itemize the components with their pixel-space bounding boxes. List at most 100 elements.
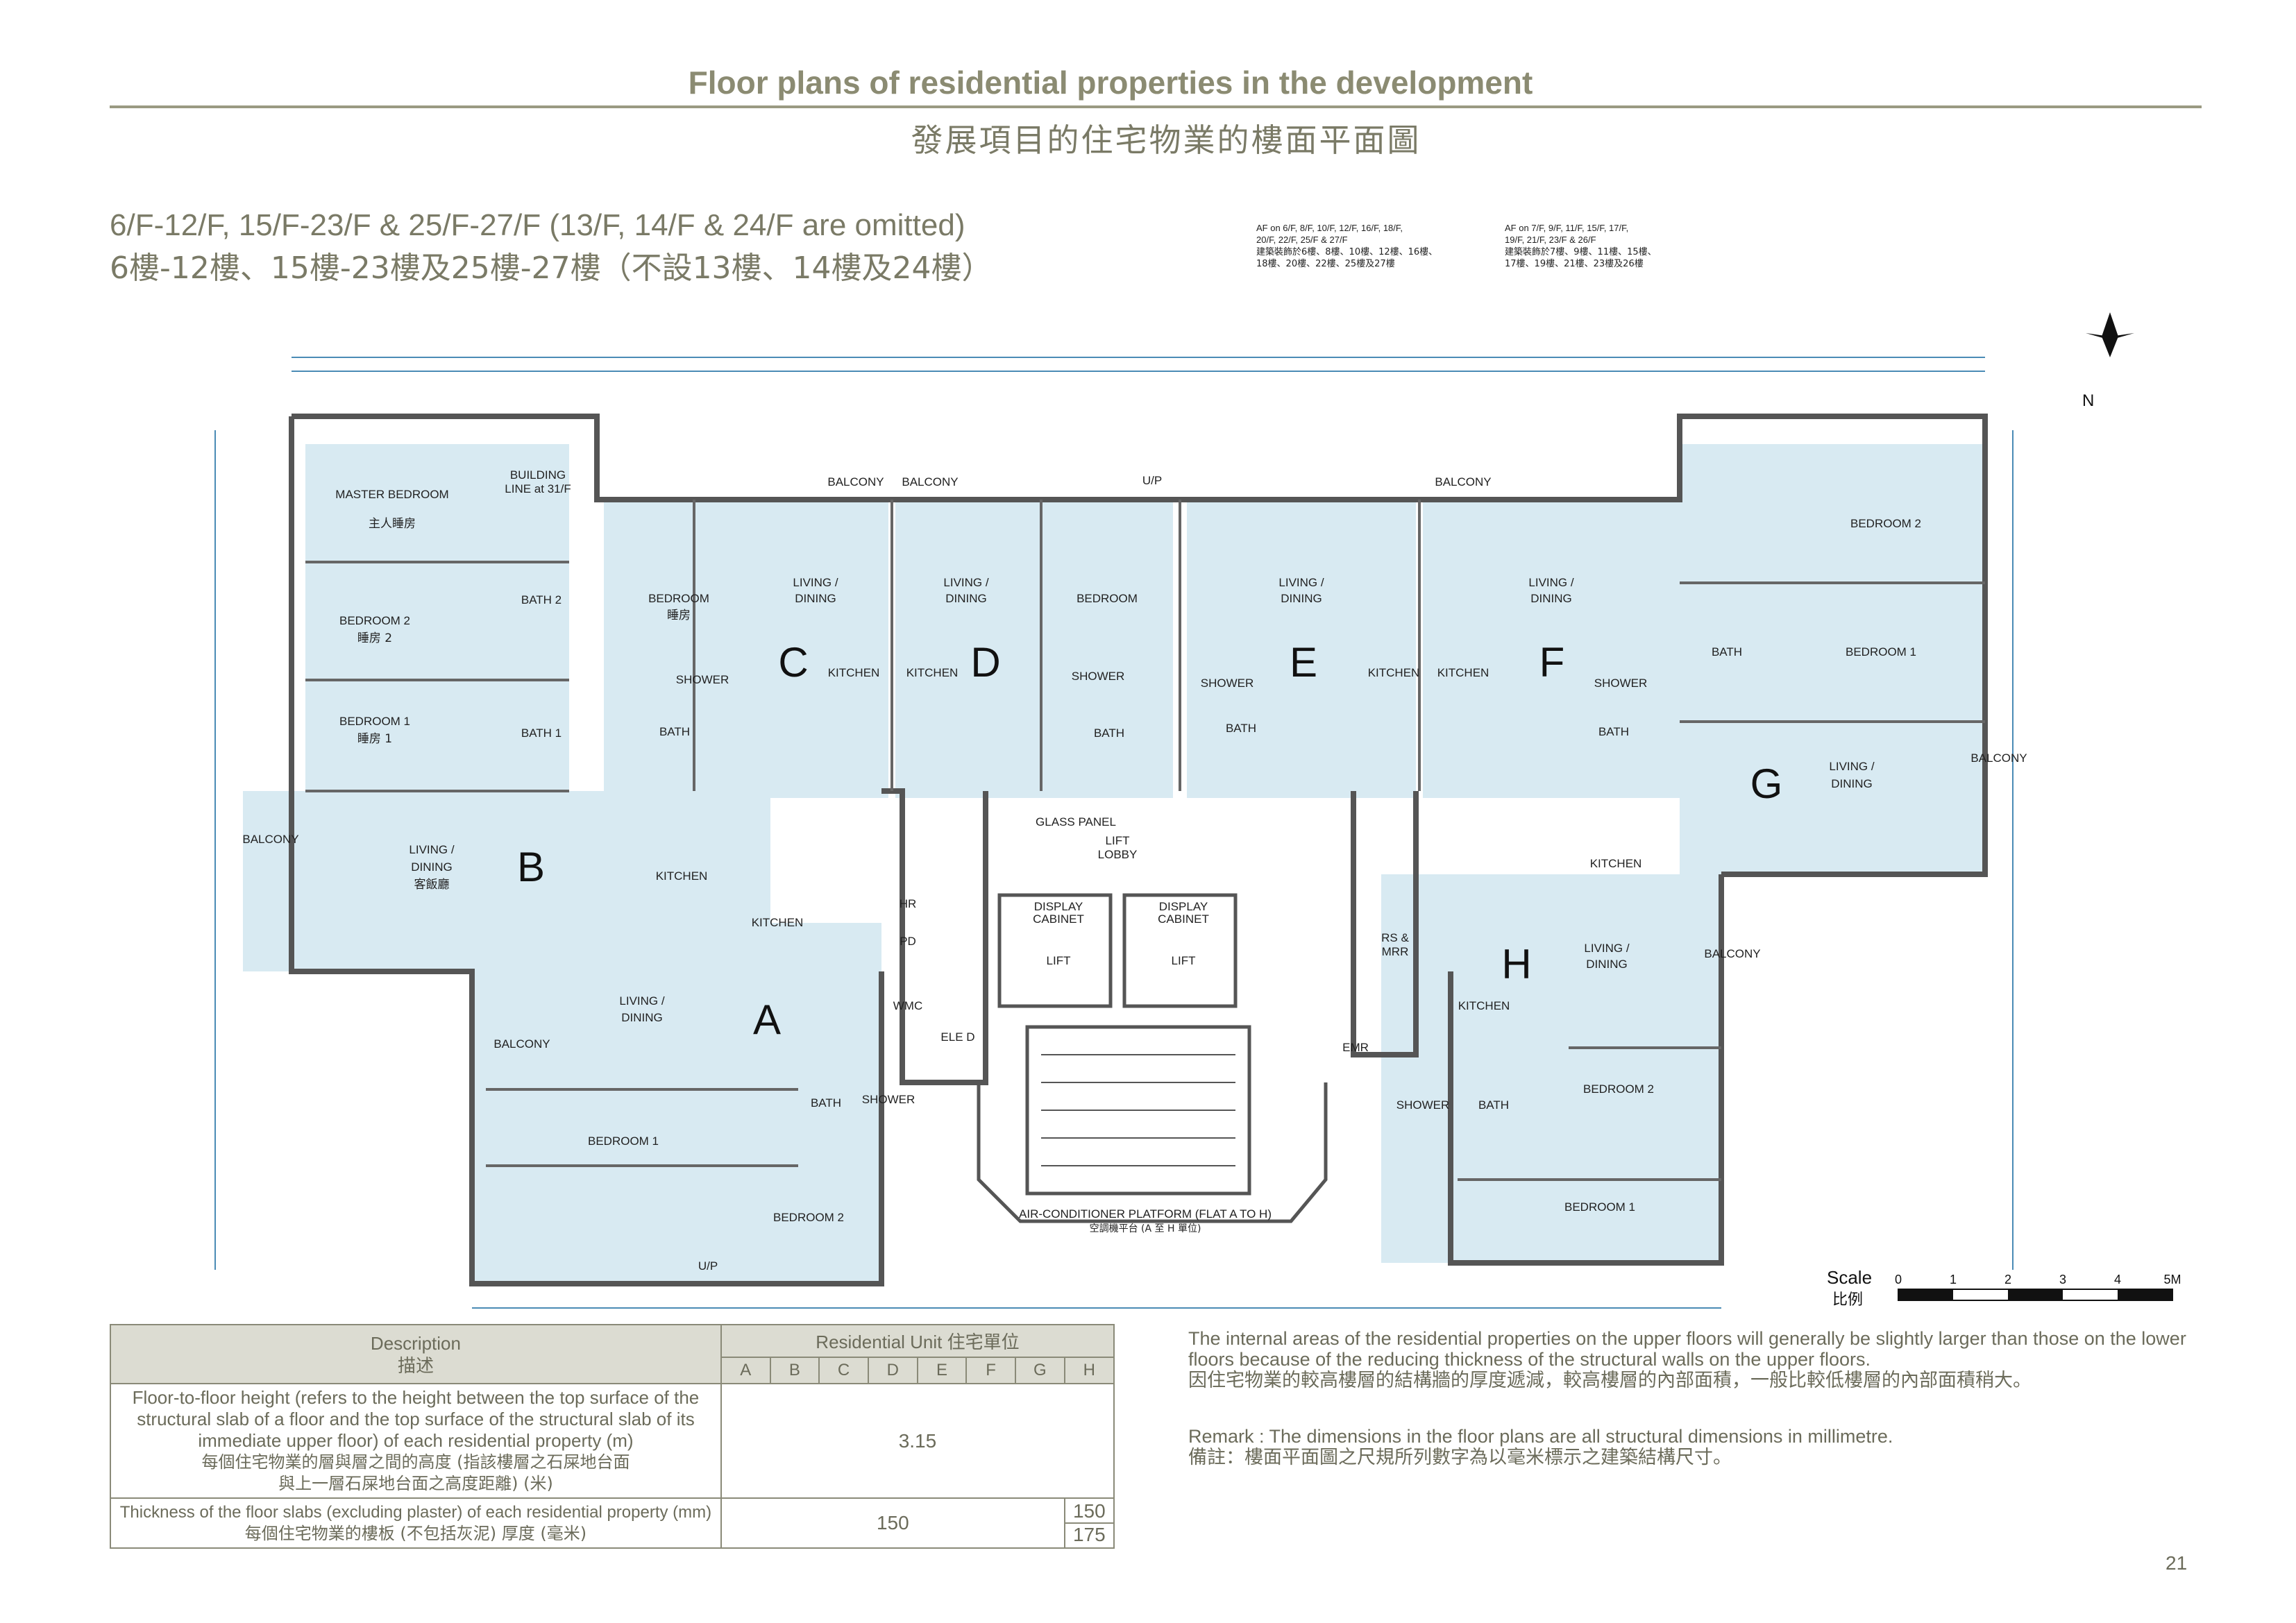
bedroom-c-label-zh: 睡房 — [667, 609, 691, 622]
display-cabinet-left-label: DISPLAY — [1034, 900, 1083, 913]
bath-f-label: BATH — [1598, 725, 1629, 738]
ac-platform-label-zh: 空調機平台 (A 至 H 單位) — [1090, 1223, 1201, 1234]
af-note-2c: 建築裝飾於7樓、9樓、11樓、15樓、 — [1505, 246, 1657, 257]
bath-h-label: BATH — [1478, 1098, 1509, 1112]
note-remark-en: Remark : The dimensions in the floor pla… — [1188, 1426, 1893, 1447]
scale-tick-5: 5M — [2163, 1273, 2181, 1286]
living-f-label: LIVING / — [1528, 576, 1573, 589]
scale-tick-0: 0 — [1895, 1273, 1902, 1286]
note-remark-zh: 備註：樓面平面圖之尺規所列數字為以毫米標示之建築結構尺寸。 — [1188, 1447, 1732, 1468]
up-a-label: U/P — [698, 1259, 718, 1273]
slab-thickness-value-h: 150 175 — [1063, 1497, 1115, 1549]
bath-c-label: BATH — [659, 725, 690, 738]
living-e-label: LIVING / — [1278, 576, 1324, 589]
dining-a-label: DINING — [621, 1011, 663, 1024]
notes: The internal areas of the residential pr… — [1188, 1328, 2209, 1503]
kitchen-b-label: KITCHEN — [656, 869, 708, 883]
dining-h-label: DINING — [1586, 958, 1628, 971]
outer-wall-east — [1448, 874, 1724, 1266]
balcony-a-label: BALCONY — [493, 1037, 550, 1051]
unit-col-d: D — [867, 1357, 918, 1384]
scale-label: Scale — [1827, 1267, 1872, 1288]
slab-thickness-h-1: 150 — [1065, 1500, 1113, 1524]
kitchen-d-label: KITCHEN — [906, 666, 959, 679]
floor-height-line-1: Floor-to-floor height (refers to the hei… — [132, 1387, 700, 1408]
bedroom1-a-label: BEDROOM 1 — [588, 1135, 659, 1148]
kitchen-c-label: KITCHEN — [828, 666, 880, 679]
emr-label: EMR — [1342, 1041, 1369, 1054]
description-header-zh: 描述 — [397, 1354, 434, 1376]
bath-a-label: BATH — [811, 1096, 841, 1110]
glass-panel-label: GLASS PANEL — [1036, 815, 1116, 829]
table-header-description: Description 描述 — [110, 1324, 722, 1384]
dining-b-label: DINING — [411, 860, 453, 874]
af-note-2b: 19/F, 21/F, 23/F & 26/F — [1505, 235, 1596, 245]
kitchen-g-label: KITCHEN — [1590, 857, 1642, 870]
stair-block — [1025, 1025, 1251, 1196]
note-remark: Remark : The dimensions in the floor pla… — [1188, 1426, 2209, 1468]
balcony-h-label: BALCONY — [1704, 947, 1760, 960]
slab-thickness-h-2: 175 — [1072, 1524, 1106, 1545]
unit-f-fill — [1423, 500, 1680, 798]
page-number: 21 — [2166, 1552, 2188, 1574]
hr-label: HR — [900, 897, 917, 910]
rs-label: RS & — [1381, 931, 1409, 944]
dining-f-label: DINING — [1530, 592, 1572, 605]
display-cabinet-right-label: DISPLAY — [1159, 900, 1208, 913]
slab-thickness-line-2: 每個住宅物業的樓板 (不包括灰泥) 厚度 (毫米) — [244, 1524, 587, 1543]
description-header-en: Description — [370, 1332, 461, 1354]
table-header-unit: Residential Unit 住宅單位 — [720, 1324, 1115, 1358]
table-row: Floor-to-floor height (refers to the hei… — [110, 1383, 1115, 1499]
dining-c-label: DINING — [795, 592, 836, 605]
scale-tick-4: 4 — [2114, 1273, 2121, 1286]
bedroom2-h-label: BEDROOM 2 — [1583, 1082, 1654, 1096]
lift-lobby-label: LIFT — [1106, 834, 1130, 847]
floor-height-line-3: immediate upper floor) of each residenti… — [198, 1430, 634, 1451]
ele-d-label: ELE D — [940, 1030, 974, 1044]
living-h-label: LIVING / — [1584, 942, 1629, 955]
bedroom-c-label: BEDROOM — [648, 592, 709, 605]
pd-label: PD — [900, 935, 916, 948]
lift-left-label: LIFT — [1047, 954, 1071, 967]
outer-wall-west — [289, 416, 884, 1286]
bedroom2-b-label: BEDROOM 2 — [339, 614, 410, 627]
af-note-2d: 17樓、19樓、21樓、23樓及26樓 — [1505, 259, 1644, 269]
balcony-c-label: BALCONY — [827, 475, 884, 488]
scale-bar: Scale 0 1 2 3 4 5M 比例 — [1827, 1267, 2181, 1309]
unit-h-fill — [1381, 874, 1721, 1263]
scale-tick-2: 2 — [2004, 1273, 2011, 1286]
unit-g-fill — [1680, 444, 1985, 874]
bedroom2-g-label: BEDROOM 2 — [1850, 517, 1921, 530]
living-b-label: LIVING / — [409, 843, 454, 856]
af-note-2a: AF on 7/F, 9/F, 11/F, 15/F, 17/F, — [1505, 223, 1628, 233]
core-wall — [881, 788, 988, 1085]
dining-g-label: DINING — [1831, 777, 1873, 790]
floor-height-line-4: 每個住宅物業的層與層之間的高度 (指該樓層之石屎地台面 — [201, 1452, 630, 1472]
unit-label-e: E — [1290, 639, 1317, 686]
unit-a-fill — [472, 923, 881, 1284]
floor-height-line-2: structural slab of a floor and the top s… — [137, 1409, 695, 1429]
bath2-b-label: BATH 2 — [521, 593, 562, 606]
living-g-label: LIVING / — [1829, 760, 1874, 773]
bedroom1-b-label-zh: 睡房 1 — [357, 732, 392, 746]
unit-label-d: D — [970, 639, 1000, 686]
unit-col-e: E — [916, 1357, 968, 1384]
scale-tick-3: 3 — [2059, 1273, 2066, 1286]
north-label: N — [2082, 391, 2094, 410]
core-wall-2 — [1351, 791, 1419, 1057]
unit-letters: A B C D E F G H — [517, 639, 1782, 1043]
unit-label-a: A — [753, 996, 781, 1043]
floor-plan: A B C D E F G H MASTER BEDROOM 主人睡房 BEDR… — [214, 223, 2181, 1309]
balcony-g-label: BALCONY — [1970, 751, 2027, 765]
floor-range-zh: 6樓-12樓、15樓-23樓及25樓-27樓（不設13樓、14樓及24樓） — [110, 250, 993, 286]
display-cabinet-right-label-2: CABINET — [1158, 912, 1209, 926]
wmc-label: WMC — [893, 999, 922, 1012]
slab-thickness-line-1: Thickness of the floor slabs (excluding … — [119, 1503, 712, 1522]
balcony-f-label: BALCONY — [1435, 475, 1491, 488]
up-e-label: U/P — [1142, 474, 1162, 487]
shower-f-label: SHOWER — [1594, 677, 1648, 690]
dining-d-label: DINING — [945, 592, 987, 605]
display-cabinet-right — [1122, 893, 1238, 1008]
floor-height-description: Floor-to-floor height (refers to the hei… — [110, 1383, 722, 1499]
shower-c-label: SHOWER — [676, 673, 729, 686]
